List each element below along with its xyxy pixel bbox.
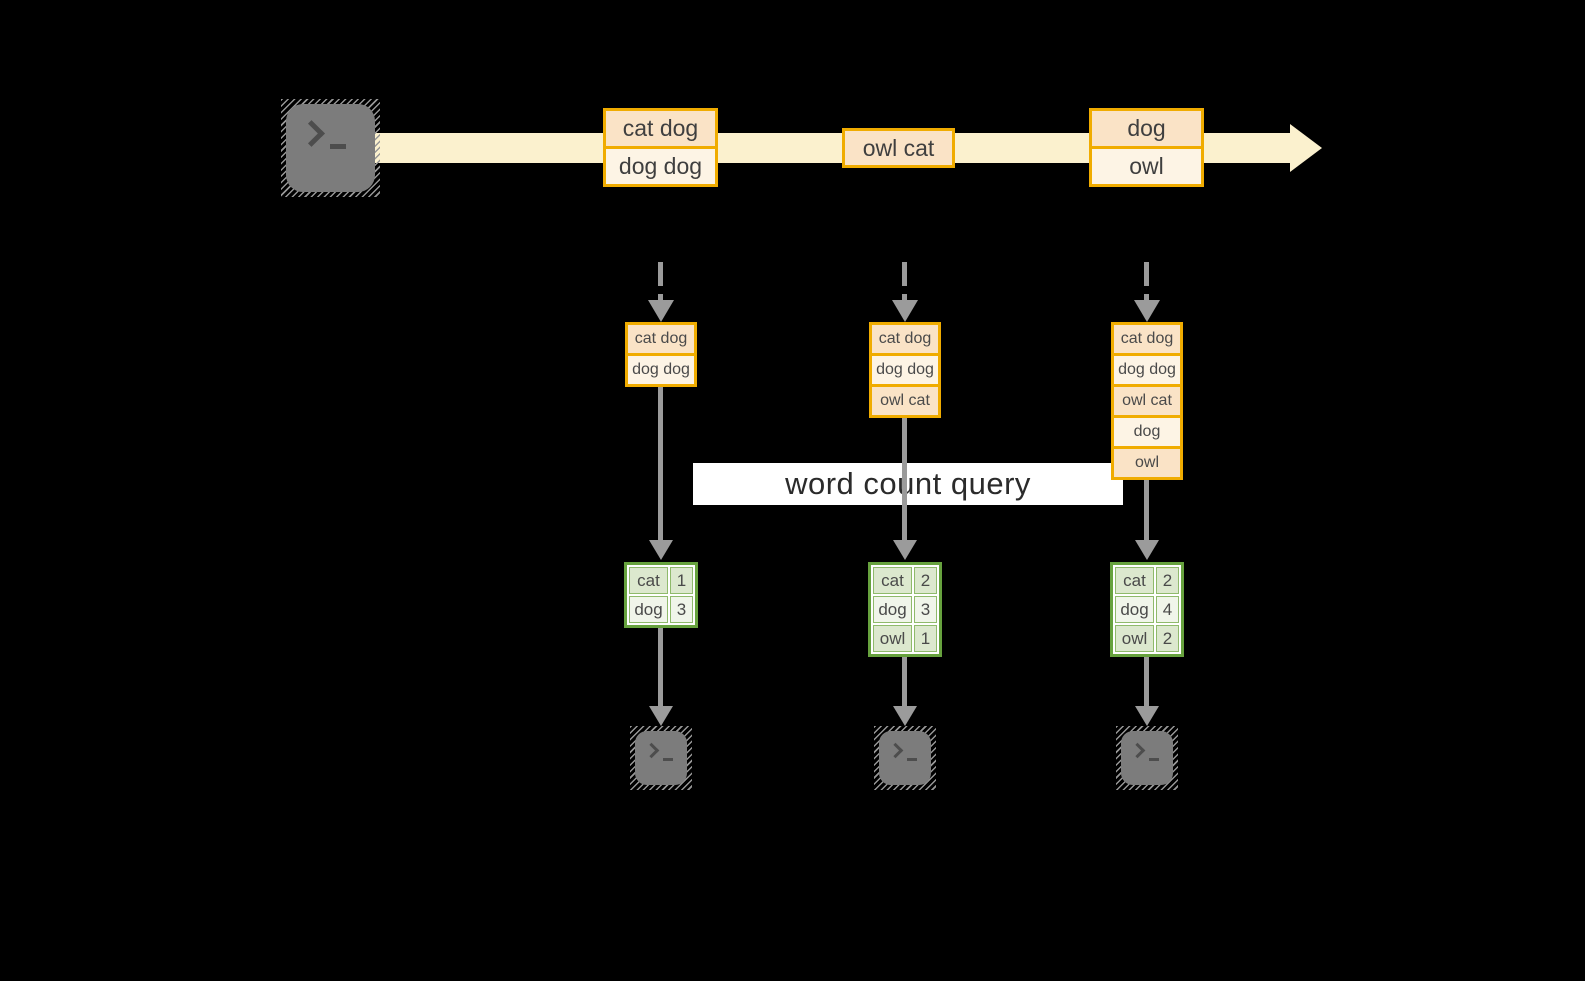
prompt-chevron-icon	[298, 120, 325, 147]
connector-arrow-head	[1135, 706, 1159, 726]
count-value: 2	[914, 567, 937, 594]
count-table-1: cat 1 dog 3	[624, 562, 698, 628]
prompt-underscore-icon	[330, 144, 346, 149]
count-word: dog	[629, 596, 668, 623]
buffer-cell: dog dog	[628, 356, 694, 384]
buffer-cell: dog dog	[872, 356, 938, 384]
terminal-screen	[1121, 731, 1173, 785]
event-line: dog dog	[606, 146, 715, 184]
event-line: dog	[1092, 111, 1201, 146]
query-label: word count query	[785, 466, 1031, 501]
dashed-arrow-line	[1144, 262, 1149, 300]
prompt-underscore-icon	[907, 758, 917, 761]
sink-terminal-icon-3	[1116, 726, 1178, 790]
buffer-stack-2: cat dog dog dog owl cat	[869, 322, 941, 418]
sink-terminal-icon-1	[630, 726, 692, 790]
connector-line	[1144, 480, 1149, 540]
terminal-screen	[635, 731, 687, 785]
prompt-underscore-icon	[663, 758, 673, 761]
count-word: cat	[629, 567, 668, 594]
connector-line	[902, 418, 907, 540]
dashed-arrow-line	[902, 262, 907, 300]
buffer-cell: dog	[1114, 418, 1180, 446]
count-word: dog	[1115, 596, 1154, 623]
count-table-2: cat 2 dog 3 owl 1	[868, 562, 942, 657]
count-word: dog	[873, 596, 912, 623]
connector-line	[658, 387, 663, 540]
stream-arrow-head	[1290, 124, 1322, 172]
buffer-cell: owl cat	[872, 387, 938, 415]
query-label-band: word count query	[693, 463, 1123, 505]
prompt-chevron-icon	[1129, 742, 1146, 759]
count-value: 2	[1156, 567, 1179, 594]
count-value: 3	[670, 596, 693, 623]
event-box-2: owl cat	[842, 128, 955, 168]
dashed-arrow-3	[1134, 262, 1160, 322]
buffer-cell: cat dog	[872, 325, 938, 353]
connector-line	[902, 657, 907, 706]
count-value: 3	[914, 596, 937, 623]
connector-arrow-head	[649, 540, 673, 560]
dashed-arrow-line	[658, 262, 663, 300]
prompt-chevron-icon	[887, 742, 904, 759]
sink-terminal-icon-2	[874, 726, 936, 790]
prompt-underscore-icon	[1149, 758, 1159, 761]
dashed-arrow-head	[892, 300, 918, 322]
buffer-stack-1: cat dog dog dog	[625, 322, 697, 387]
count-word: owl	[873, 625, 912, 652]
dashed-arrow-1	[648, 262, 674, 322]
connector-arrow-head	[649, 706, 673, 726]
connector-line	[658, 628, 663, 706]
count-value: 1	[670, 567, 693, 594]
buffer-cell: cat dog	[628, 325, 694, 353]
count-word: owl	[1115, 625, 1154, 652]
terminal-screen	[879, 731, 931, 785]
connector-arrow-head	[1135, 540, 1159, 560]
source-terminal-icon	[281, 99, 380, 197]
connector-arrow-head	[893, 540, 917, 560]
connector-line	[1144, 657, 1149, 706]
connector-arrow-head	[893, 706, 917, 726]
terminal-screen	[286, 104, 375, 192]
dashed-arrow-2	[892, 262, 918, 322]
event-line: owl	[1092, 146, 1201, 184]
buffer-cell: owl cat	[1114, 387, 1180, 415]
event-line: owl cat	[845, 131, 952, 165]
dashed-arrow-head	[1134, 300, 1160, 322]
count-value: 4	[1156, 596, 1179, 623]
count-value: 2	[1156, 625, 1179, 652]
count-word: cat	[873, 567, 912, 594]
dashed-arrow-head	[648, 300, 674, 322]
prompt-chevron-icon	[643, 742, 660, 759]
buffer-stack-3: cat dog dog dog owl cat dog owl	[1111, 322, 1183, 480]
count-word: cat	[1115, 567, 1154, 594]
count-value: 1	[914, 625, 937, 652]
buffer-cell: cat dog	[1114, 325, 1180, 353]
event-line: cat dog	[606, 111, 715, 146]
event-box-1: cat dog dog dog	[603, 108, 718, 187]
buffer-cell: dog dog	[1114, 356, 1180, 384]
buffer-cell: owl	[1114, 449, 1180, 477]
event-box-3: dog owl	[1089, 108, 1204, 187]
count-table-3: cat 2 dog 4 owl 2	[1110, 562, 1184, 657]
